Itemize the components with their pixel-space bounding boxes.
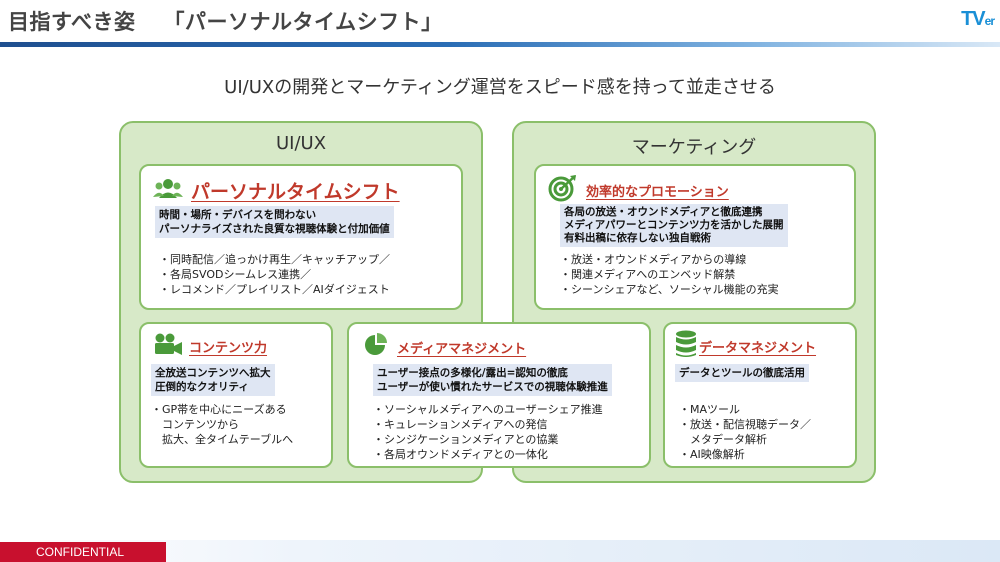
header-gradient-bar xyxy=(0,42,1000,47)
slide-title-sub: 「パーソナルタイムシフト」 xyxy=(163,10,443,34)
personal-timeshift-title: パーソナルタイムシフト xyxy=(191,180,400,203)
list-item: レコメンド／プレイリスト／AIダイジェスト xyxy=(159,282,390,297)
pie-chart-icon xyxy=(363,332,389,362)
personal-timeshift-card: パーソナルタイムシフト 時間・場所・デバイスを問わない パーソナライズされた良質… xyxy=(139,164,463,310)
data-list: MAツール 放送・配信視聴データ／ メタデータ解析 AI映像解析 xyxy=(679,402,811,462)
content-list: GP帯を中心にニーズある コンテンツから 拡大、全タイムテーブルへ xyxy=(151,402,293,447)
slide-header: 目指すべき姿 「パーソナルタイムシフト」 TVer xyxy=(0,0,1000,44)
promotion-title: 効率的なプロモーション xyxy=(586,184,729,200)
list-item: AI映像解析 xyxy=(679,447,811,462)
promotion-list: 放送・オウンドメディアからの導線 関連メディアへのエンベッド解禁 シーンシェアな… xyxy=(560,252,779,297)
list-item-continuation: コンテンツから xyxy=(162,418,239,431)
promotion-highlight: 各局の放送・オウンドメディアと徹底連携 メディアパワーとコンテンツ力を活かした展… xyxy=(560,204,788,247)
tver-logo: TVer xyxy=(961,8,995,30)
confidential-label: CONFIDENTIAL xyxy=(0,542,166,562)
slide-title-main: 目指すべき姿 xyxy=(8,10,136,34)
list-item: GP帯を中心にニーズある xyxy=(151,402,293,417)
users-icon xyxy=(153,176,183,204)
data-management-card: データマネジメント データとツールの徹底活用 MAツール 放送・配信視聴データ／… xyxy=(663,322,857,468)
personal-feature-list: 同時配信／追っかけ再生／キャッチアップ／ 各局SVODシームレス連携／ レコメン… xyxy=(159,252,390,297)
media-management-card: メディアマネジメント ユーザー接点の多様化/露出=認知の徹底 ユーザーが使い慣れ… xyxy=(347,322,651,468)
database-icon xyxy=(675,330,697,362)
footer-gradient xyxy=(0,540,1000,562)
content-power-card: コンテンツ力 全放送コンテンツへ拡大 圧倒的なクオリティ GP帯を中心にニーズあ… xyxy=(139,322,333,468)
media-management-title: メディアマネジメント xyxy=(397,341,527,357)
list-item: 放送・オウンドメディアからの導線 xyxy=(560,252,779,267)
target-icon xyxy=(548,174,578,206)
list-item: キュレーションメディアへの発信 xyxy=(373,417,603,432)
list-item: 各局オウンドメディアとの一体化 xyxy=(373,447,603,462)
marketing-panel-title: マーケティング xyxy=(631,137,757,158)
data-highlight: データとツールの徹底活用 xyxy=(675,364,809,382)
media-list: ソーシャルメディアへのユーザーシェア推進 キュレーションメディアへの発信 シンジ… xyxy=(373,402,603,462)
content-power-title: コンテンツ力 xyxy=(189,340,268,356)
data-management-title: データマネジメント xyxy=(699,340,817,356)
list-item-continuation: メタデータ解析 xyxy=(690,433,767,446)
uiux-panel-title: UI/UX xyxy=(275,133,327,154)
video-camera-icon xyxy=(153,332,183,360)
list-item: シーンシェアなど、ソーシャル機能の充実 xyxy=(560,282,779,297)
list-item: MAツール xyxy=(679,402,811,417)
personal-highlight: 時間・場所・デバイスを問わない パーソナライズされた良質な視聴体験と付加価値 xyxy=(155,206,394,238)
slide-title: 目指すべき姿 「パーソナルタイムシフト」 xyxy=(8,6,443,36)
list-item: ソーシャルメディアへのユーザーシェア推進 xyxy=(373,402,603,417)
list-item: 関連メディアへのエンベッド解禁 xyxy=(560,267,779,282)
list-item-continuation: 拡大、全タイムテーブルへ xyxy=(162,433,294,446)
list-item: シンジケーションメディアとの協業 xyxy=(373,432,603,447)
list-item: 同時配信／追っかけ再生／キャッチアップ／ xyxy=(159,252,390,267)
content-highlight: 全放送コンテンツへ拡大 圧倒的なクオリティ xyxy=(151,364,275,396)
list-item: 各局SVODシームレス連携／ xyxy=(159,267,390,282)
list-item: 放送・配信視聴データ／ xyxy=(679,417,811,432)
slide-subtitle: UI/UXの開発とマーケティング運営をスピード感を持って並走させる xyxy=(224,77,776,98)
promotion-card: 効率的なプロモーション 各局の放送・オウンドメディアと徹底連携 メディアパワーと… xyxy=(534,164,856,310)
media-highlight: ユーザー接点の多様化/露出=認知の徹底 ユーザーが使い慣れたサービスでの視聴体験… xyxy=(373,364,612,396)
